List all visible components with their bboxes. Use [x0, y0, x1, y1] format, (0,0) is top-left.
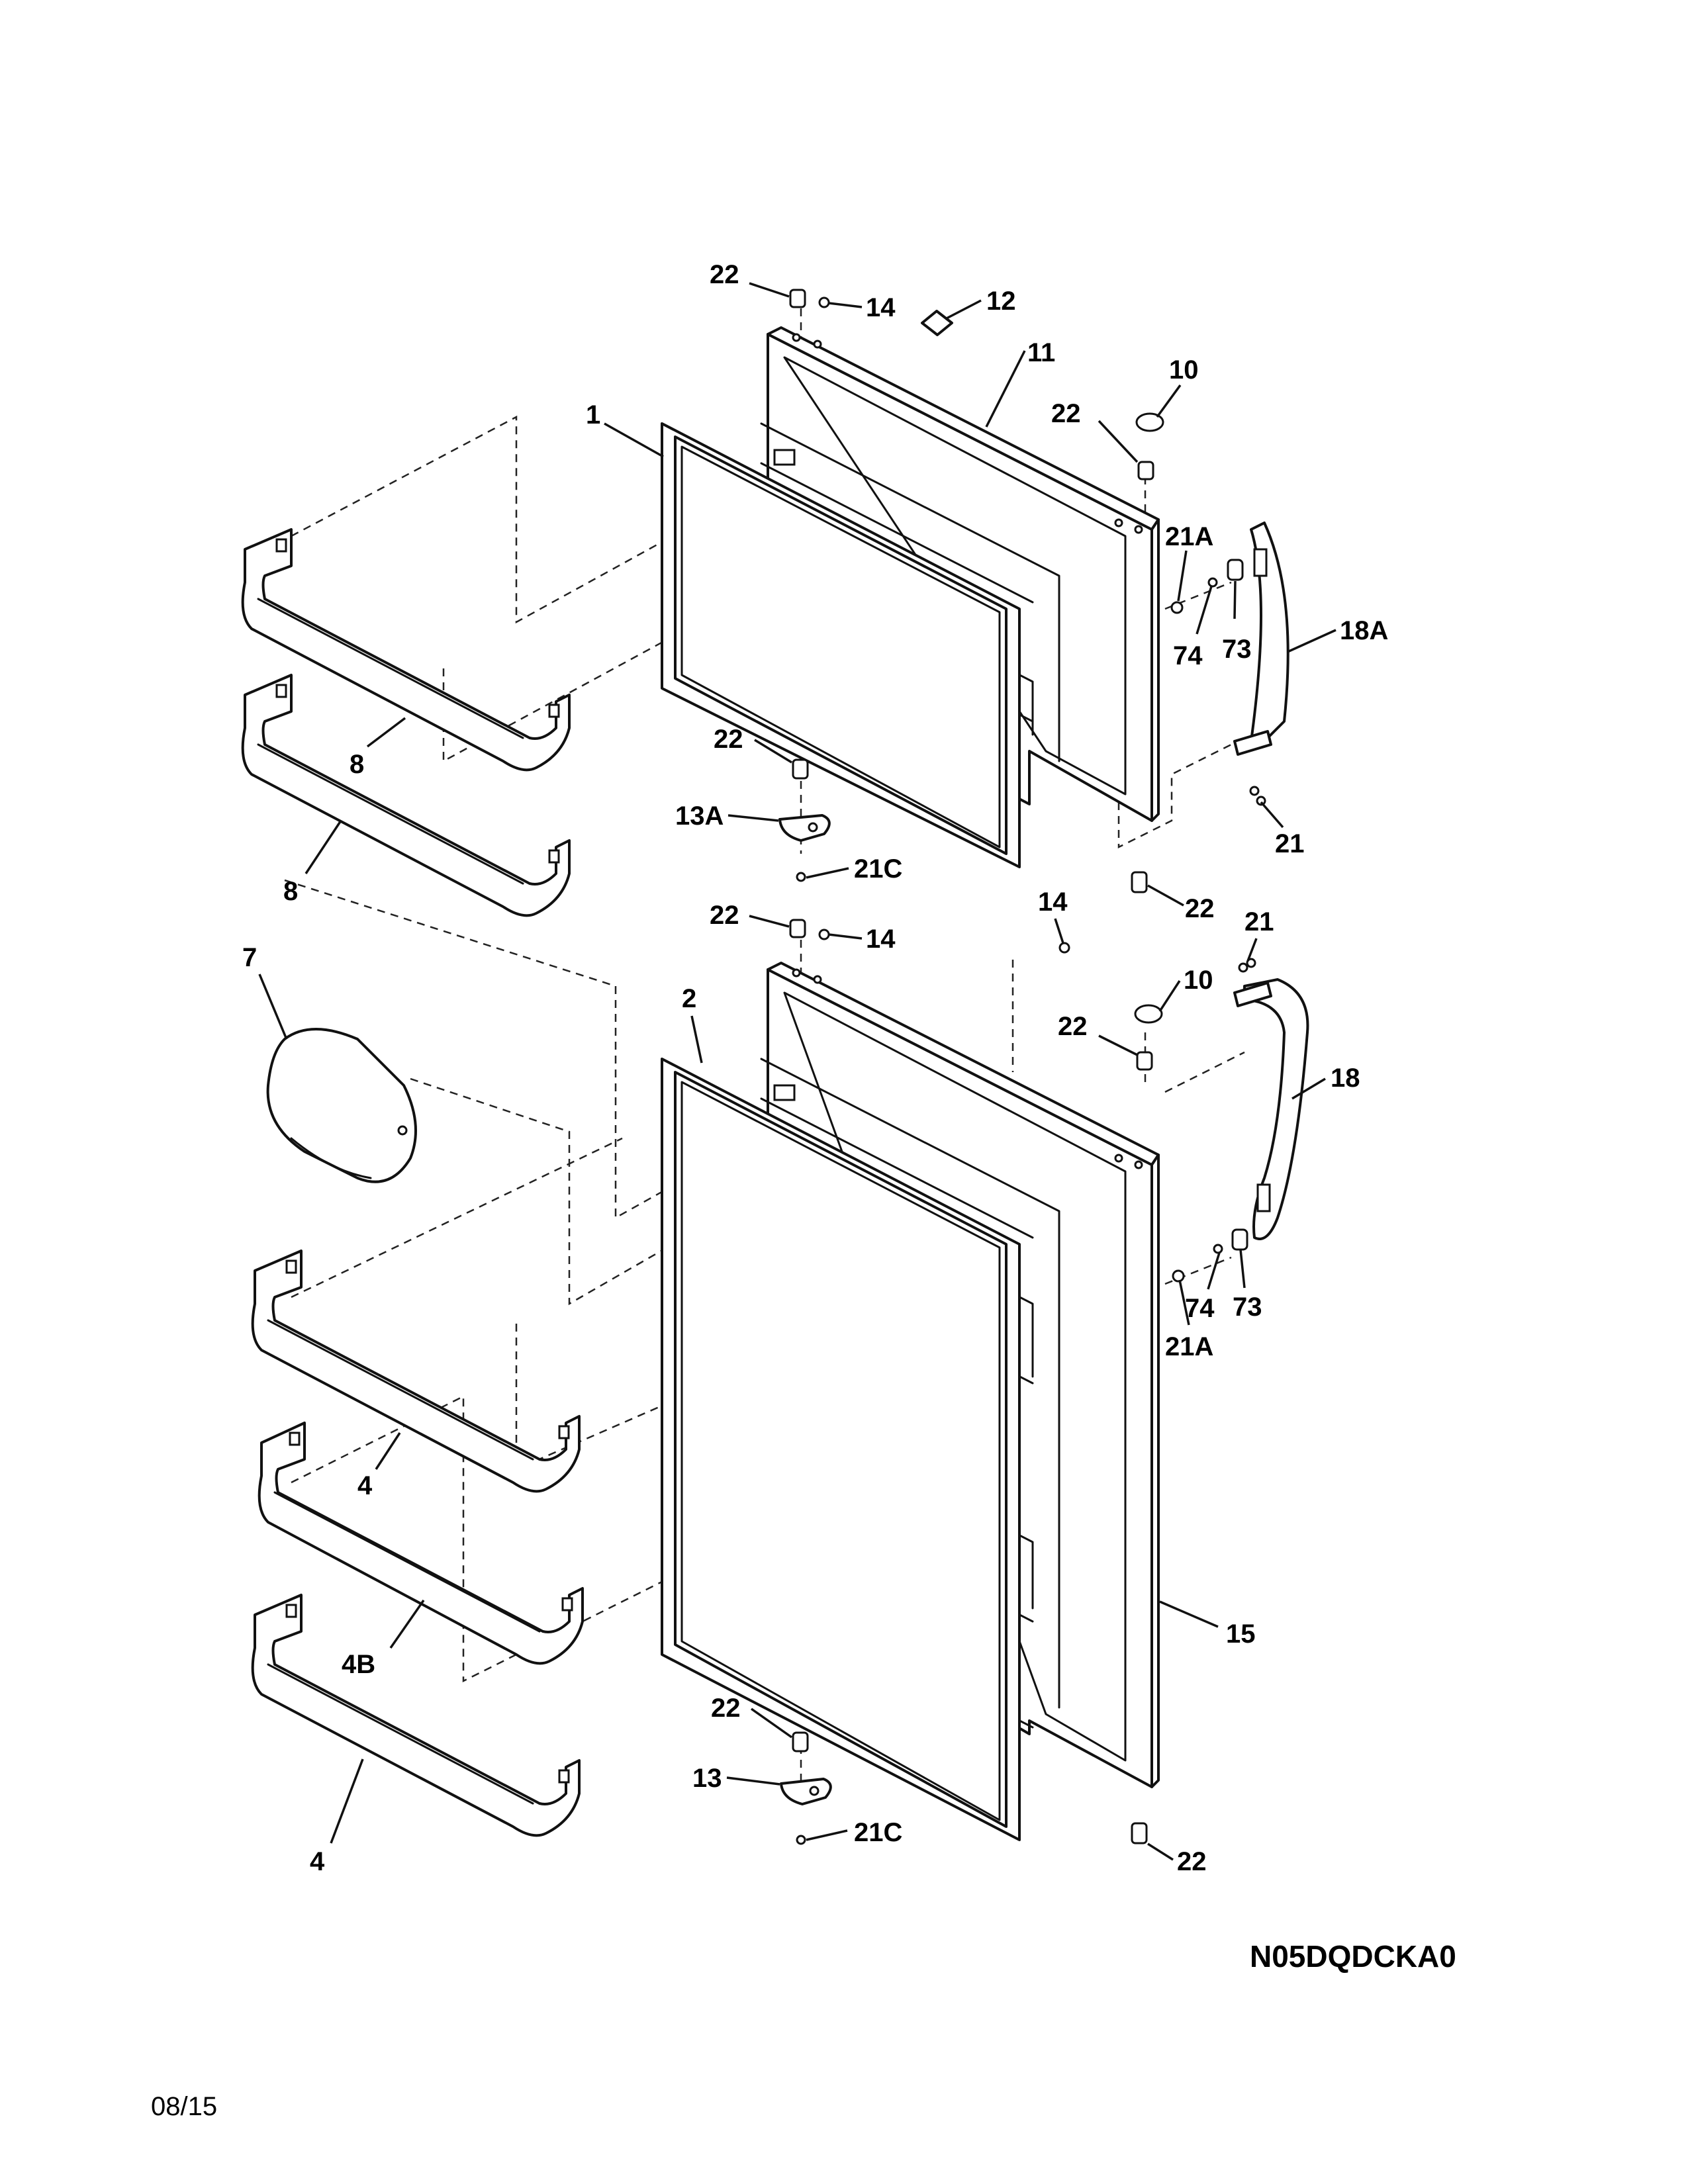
callout: 73	[1233, 1293, 1262, 1322]
callout: 13A	[675, 801, 724, 831]
callout: 21A	[1165, 1332, 1213, 1361]
callout: 4	[310, 1847, 325, 1876]
door-bin-8-lower	[241, 674, 571, 917]
callout: 22	[1051, 399, 1081, 428]
callout: 12	[986, 287, 1016, 316]
callout: 22	[710, 260, 739, 289]
callout: 22	[711, 1694, 741, 1723]
revision-date: 08/15	[151, 2092, 217, 2121]
callout: 74	[1185, 1294, 1215, 1323]
callout: 8	[283, 877, 298, 906]
callout: 21C	[854, 1818, 902, 1847]
callout: 22	[1058, 1012, 1088, 1041]
callout: 74	[1173, 641, 1203, 670]
callout: 18A	[1340, 616, 1388, 645]
callout: 13	[692, 1764, 722, 1793]
callout: 14	[866, 925, 896, 954]
freezer-handle-18a	[1233, 522, 1289, 756]
callout: 21	[1244, 907, 1274, 936]
callout: 22	[1185, 894, 1215, 923]
callout: 18	[1331, 1064, 1360, 1093]
fresh-food-door-gasket-2	[661, 1058, 1021, 1841]
callout: 7	[242, 943, 257, 972]
callout: 4B	[342, 1650, 375, 1679]
leader-lines	[258, 282, 1336, 1861]
callouts: 22 14 12 11 10 22 1 21A 18A 74 73 8 22 1…	[242, 260, 1388, 1876]
callout: 11	[1027, 338, 1055, 367]
dairy-container-7	[266, 1028, 417, 1183]
callout: 21A	[1165, 522, 1213, 551]
door-bin-8-upper	[241, 528, 571, 772]
callout: 14	[1038, 887, 1068, 917]
door-bin-4-top	[251, 1250, 581, 1493]
callout: 22	[714, 725, 743, 754]
callout: 14	[866, 293, 896, 322]
callout: 22	[710, 901, 739, 930]
callout: 8	[350, 750, 364, 779]
door-bin-4b	[258, 1422, 584, 1665]
callout: 15	[1226, 1619, 1256, 1649]
callout: 73	[1222, 635, 1252, 664]
model-code: N05DQDCKA0	[1250, 1939, 1456, 1974]
fresh-food-handle-18	[1233, 978, 1309, 1240]
callout: 10	[1169, 355, 1199, 385]
callout: 4	[357, 1471, 373, 1500]
callout: 10	[1184, 966, 1213, 995]
callout: 22	[1177, 1847, 1207, 1876]
callout: 21C	[854, 854, 902, 884]
callout: 1	[586, 400, 600, 430]
door-bin-4-bottom	[251, 1594, 581, 1837]
callout: 21	[1275, 829, 1305, 858]
callout: 2	[682, 984, 696, 1013]
freezer-door-gasket-1	[661, 422, 1021, 868]
